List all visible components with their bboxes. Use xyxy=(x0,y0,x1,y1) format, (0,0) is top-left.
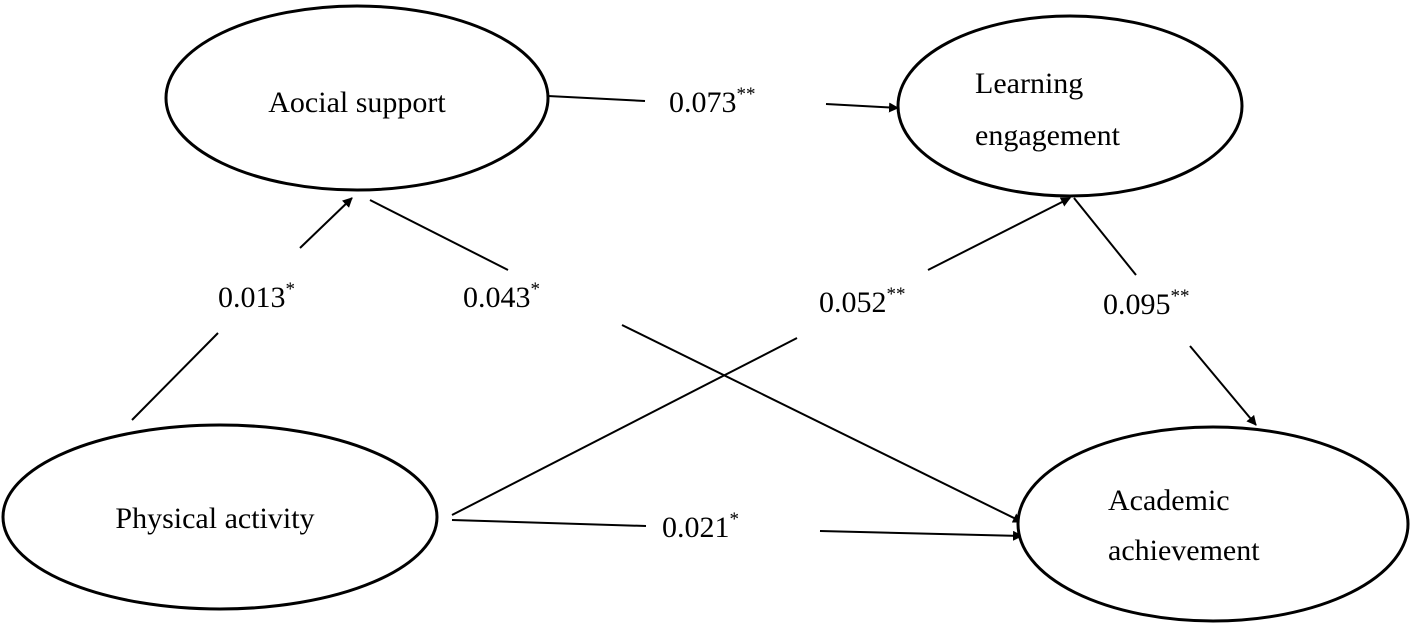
coef-le-to-aa-sig: ** xyxy=(1171,286,1190,307)
coef-pa-to-le: 0.052** xyxy=(819,284,906,319)
coef-pa-to-ss-value: 0.013 xyxy=(218,281,286,314)
node-academic-achievement-ellipse xyxy=(1016,425,1410,623)
coef-ss-to-le-value: 0.073 xyxy=(669,86,737,119)
coefficients: 0.013* 0.043* 0.073** 0.052** 0.095** 0.… xyxy=(218,84,1190,544)
edges xyxy=(131,95,1257,541)
coef-ss-to-aa-sig: * xyxy=(531,279,541,300)
coef-ss-to-le-sig: ** xyxy=(737,84,756,105)
node-learning-engagement-label-line1: Learning xyxy=(975,67,1083,100)
node-physical-activity: Physical activity xyxy=(1,423,439,611)
node-academic-achievement-label-line1: Academic xyxy=(1108,484,1230,517)
coef-le-to-aa-value: 0.095 xyxy=(1103,288,1171,321)
coef-le-to-aa: 0.095** xyxy=(1103,286,1190,321)
node-social-support: Aocial support xyxy=(164,4,550,192)
node-learning-engagement-ellipse xyxy=(896,14,1244,198)
coef-ss-to-aa: 0.043* xyxy=(463,279,540,314)
edge-pa-to-ss-head xyxy=(299,197,353,249)
edge-ss-to-le-tail xyxy=(547,95,646,102)
node-learning-engagement-label-line2: engagement xyxy=(975,119,1121,152)
edge-le-to-aa-tail xyxy=(1073,197,1137,276)
node-learning-engagement: Learning engagement xyxy=(896,14,1244,198)
edge-pa-to-le-head xyxy=(927,197,1071,271)
node-academic-achievement: Academic achievement xyxy=(1016,425,1410,623)
edge-pa-to-le-tail xyxy=(451,337,798,516)
node-social-support-label: Aocial support xyxy=(268,86,446,119)
edge-pa-to-ss-tail xyxy=(131,332,219,421)
edge-pa-to-aa-head xyxy=(819,530,1023,541)
edge-pa-to-aa-tail xyxy=(451,519,647,527)
coef-ss-to-le: 0.073** xyxy=(669,84,756,119)
edge-le-to-aa-head xyxy=(1189,345,1257,426)
coef-pa-to-le-sig: ** xyxy=(887,284,906,305)
coef-pa-to-le-value: 0.052 xyxy=(819,286,887,319)
edge-ss-to-aa-head xyxy=(621,324,1023,523)
coef-ss-to-aa-value: 0.043 xyxy=(463,281,531,314)
coef-pa-to-aa: 0.021* xyxy=(662,509,739,544)
node-physical-activity-ellipse xyxy=(1,423,439,611)
coef-pa-to-aa-value: 0.021 xyxy=(662,511,730,544)
coef-pa-to-ss-sig: * xyxy=(286,279,296,300)
node-physical-activity-label: Physical activity xyxy=(115,502,314,535)
coef-pa-to-aa-sig: * xyxy=(730,509,740,530)
node-academic-achievement-label-line2: achievement xyxy=(1108,534,1260,567)
edge-ss-to-aa-tail xyxy=(369,199,509,271)
node-social-support-ellipse xyxy=(164,4,550,192)
edge-ss-to-le-head xyxy=(825,102,899,113)
coef-pa-to-ss: 0.013* xyxy=(218,279,295,314)
